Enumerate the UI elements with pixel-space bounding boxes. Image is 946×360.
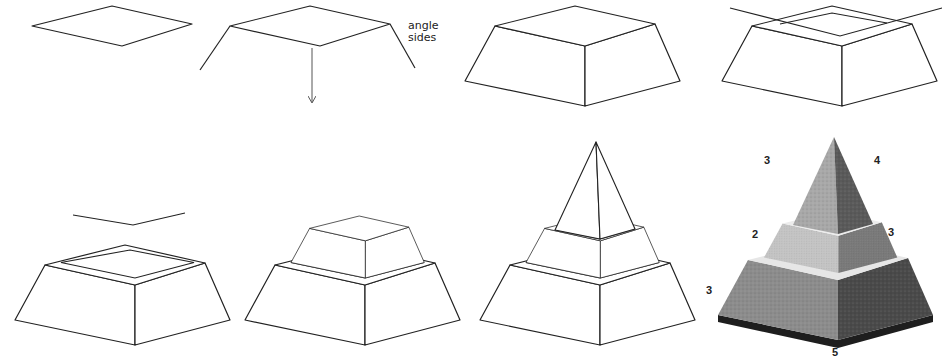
step-6 [245, 216, 460, 345]
callout-number: 2 [752, 228, 758, 240]
step-1 [32, 6, 192, 46]
callout-number: 3 [764, 154, 770, 166]
callout-number: 3 [888, 226, 894, 238]
step-3 [465, 6, 680, 106]
callout-number: 3 [706, 284, 712, 296]
callout-number: 4 [874, 154, 880, 166]
step-2 [200, 6, 415, 102]
step-4 [722, 6, 942, 106]
step-5 [15, 213, 230, 345]
finished-pyramid [718, 137, 933, 348]
callout-number: 5 [832, 346, 838, 358]
step-note: angle sides [408, 20, 460, 44]
step-7 [480, 142, 695, 345]
